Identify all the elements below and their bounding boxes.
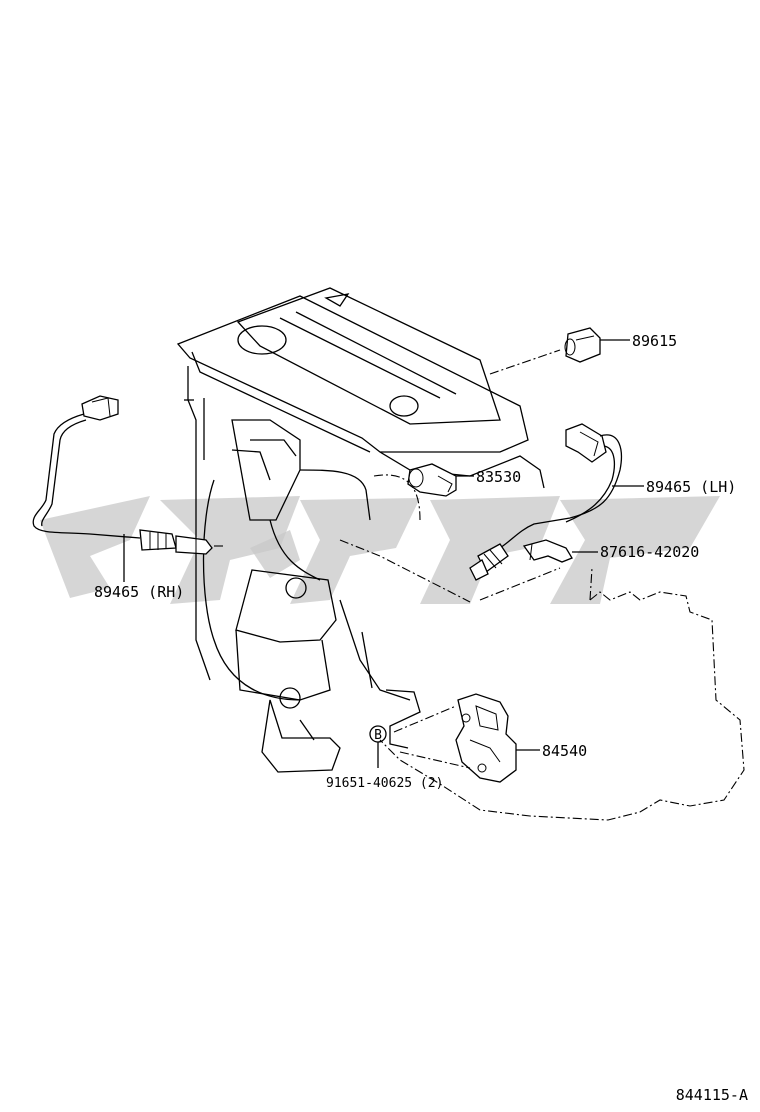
part-89465-lh [469, 423, 644, 581]
ref-b-label: B [374, 728, 382, 743]
callout-89465-lh: 89465 (LH) [646, 478, 736, 496]
callout-87616-42020: 87616-42020 [600, 543, 699, 561]
part-89465-rh [32, 395, 224, 582]
callout-83530: 83530 [476, 468, 521, 486]
part-83530 [407, 463, 474, 497]
engine-outline [176, 287, 561, 773]
callout-84540: 84540 [542, 742, 587, 760]
callout-91651-40625: 91651-40625 (2) [326, 776, 443, 791]
figure-number: 844115-A [676, 1086, 748, 1104]
bolt-91651-40625: B [369, 725, 387, 768]
callout-89615: 89615 [632, 332, 677, 350]
part-87616-42020 [522, 539, 598, 563]
part-89615 [489, 327, 630, 375]
part-84540 [393, 693, 540, 783]
transmission-outline [379, 567, 745, 821]
callout-89465-rh: 89465 (RH) [94, 583, 184, 601]
